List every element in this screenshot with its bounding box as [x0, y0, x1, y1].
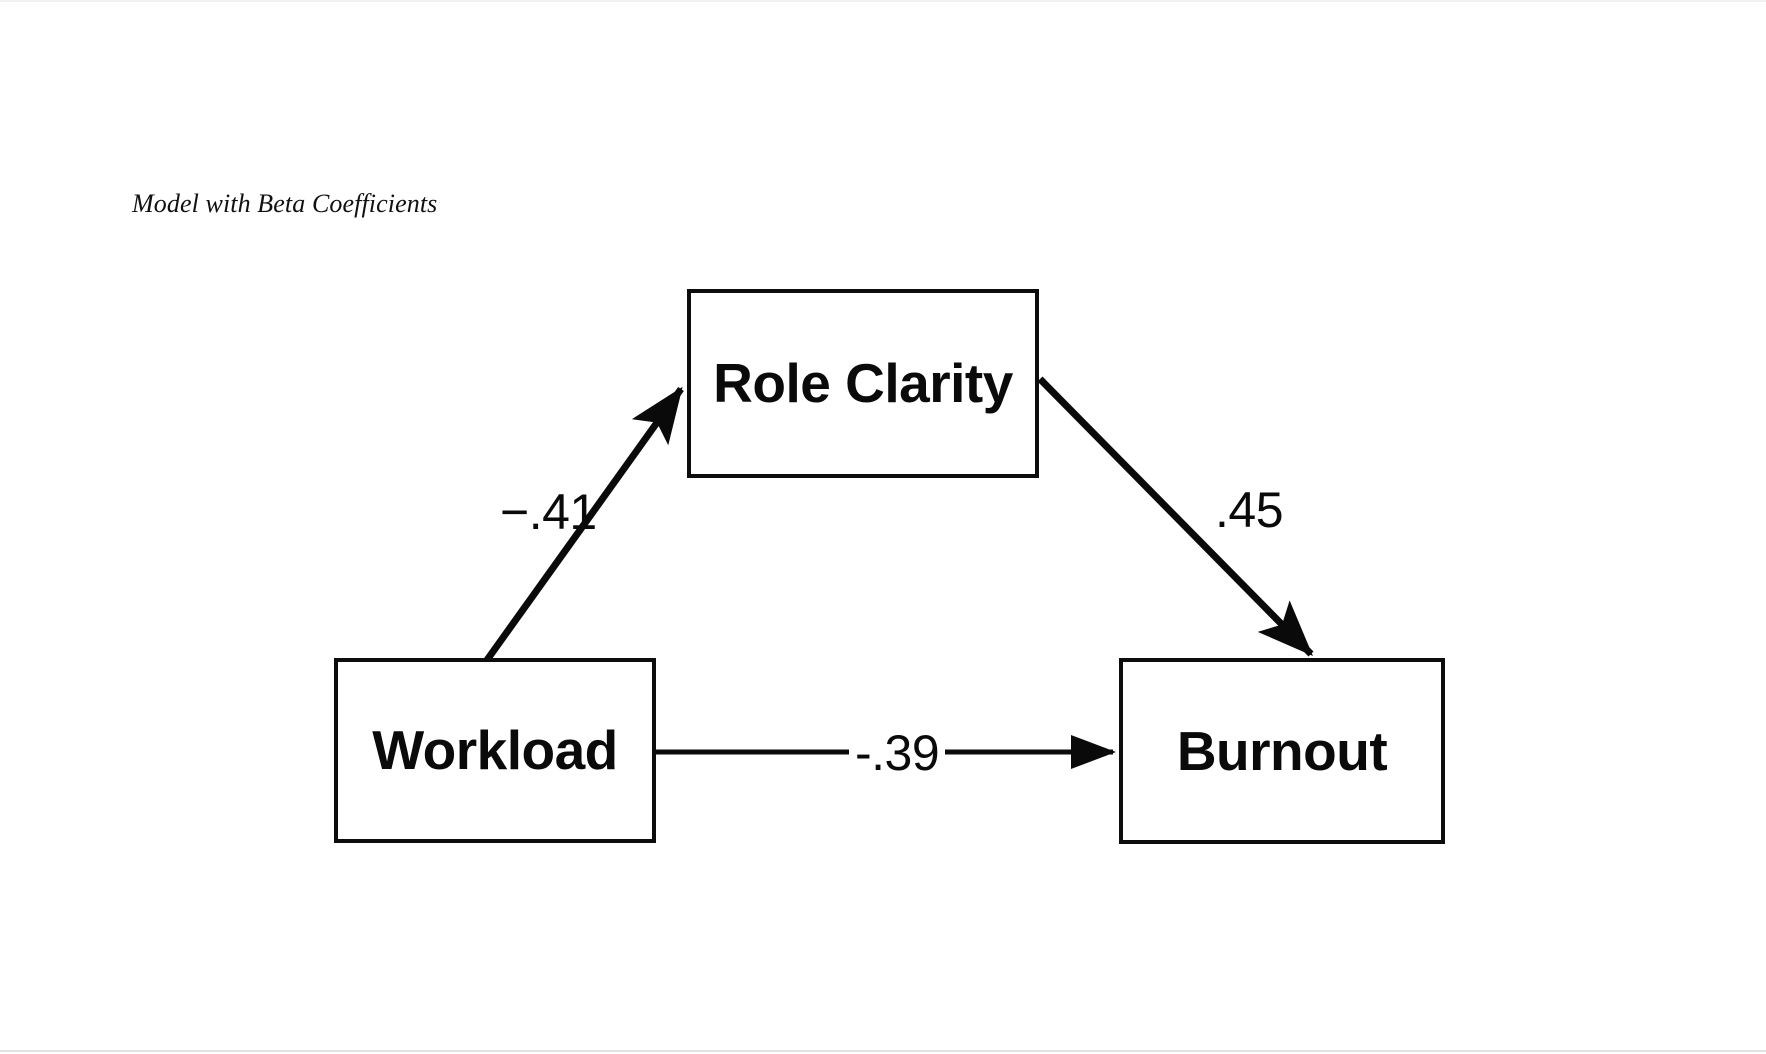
edge-label-workload-to-burnout: -.39: [849, 726, 946, 780]
edge-workload-to-role-clarity: [484, 386, 684, 663]
node-role-clarity-label: Role Clarity: [713, 352, 1013, 414]
node-workload-label: Workload: [372, 719, 618, 781]
edge-label-role-clarity-to-burnout: .45: [1215, 482, 1284, 538]
node-burnout[interactable]: Burnout: [1119, 658, 1445, 844]
figure-title: Model with Beta Coefficients: [132, 189, 438, 218]
edge-role-clarity-to-burnout: [1037, 376, 1314, 657]
node-burnout-label: Burnout: [1176, 719, 1388, 782]
node-workload[interactable]: Workload: [334, 658, 656, 843]
edge-label-workload-to-role-clarity: −.41: [500, 484, 597, 540]
node-role-clarity[interactable]: Role Clarity: [687, 289, 1039, 478]
